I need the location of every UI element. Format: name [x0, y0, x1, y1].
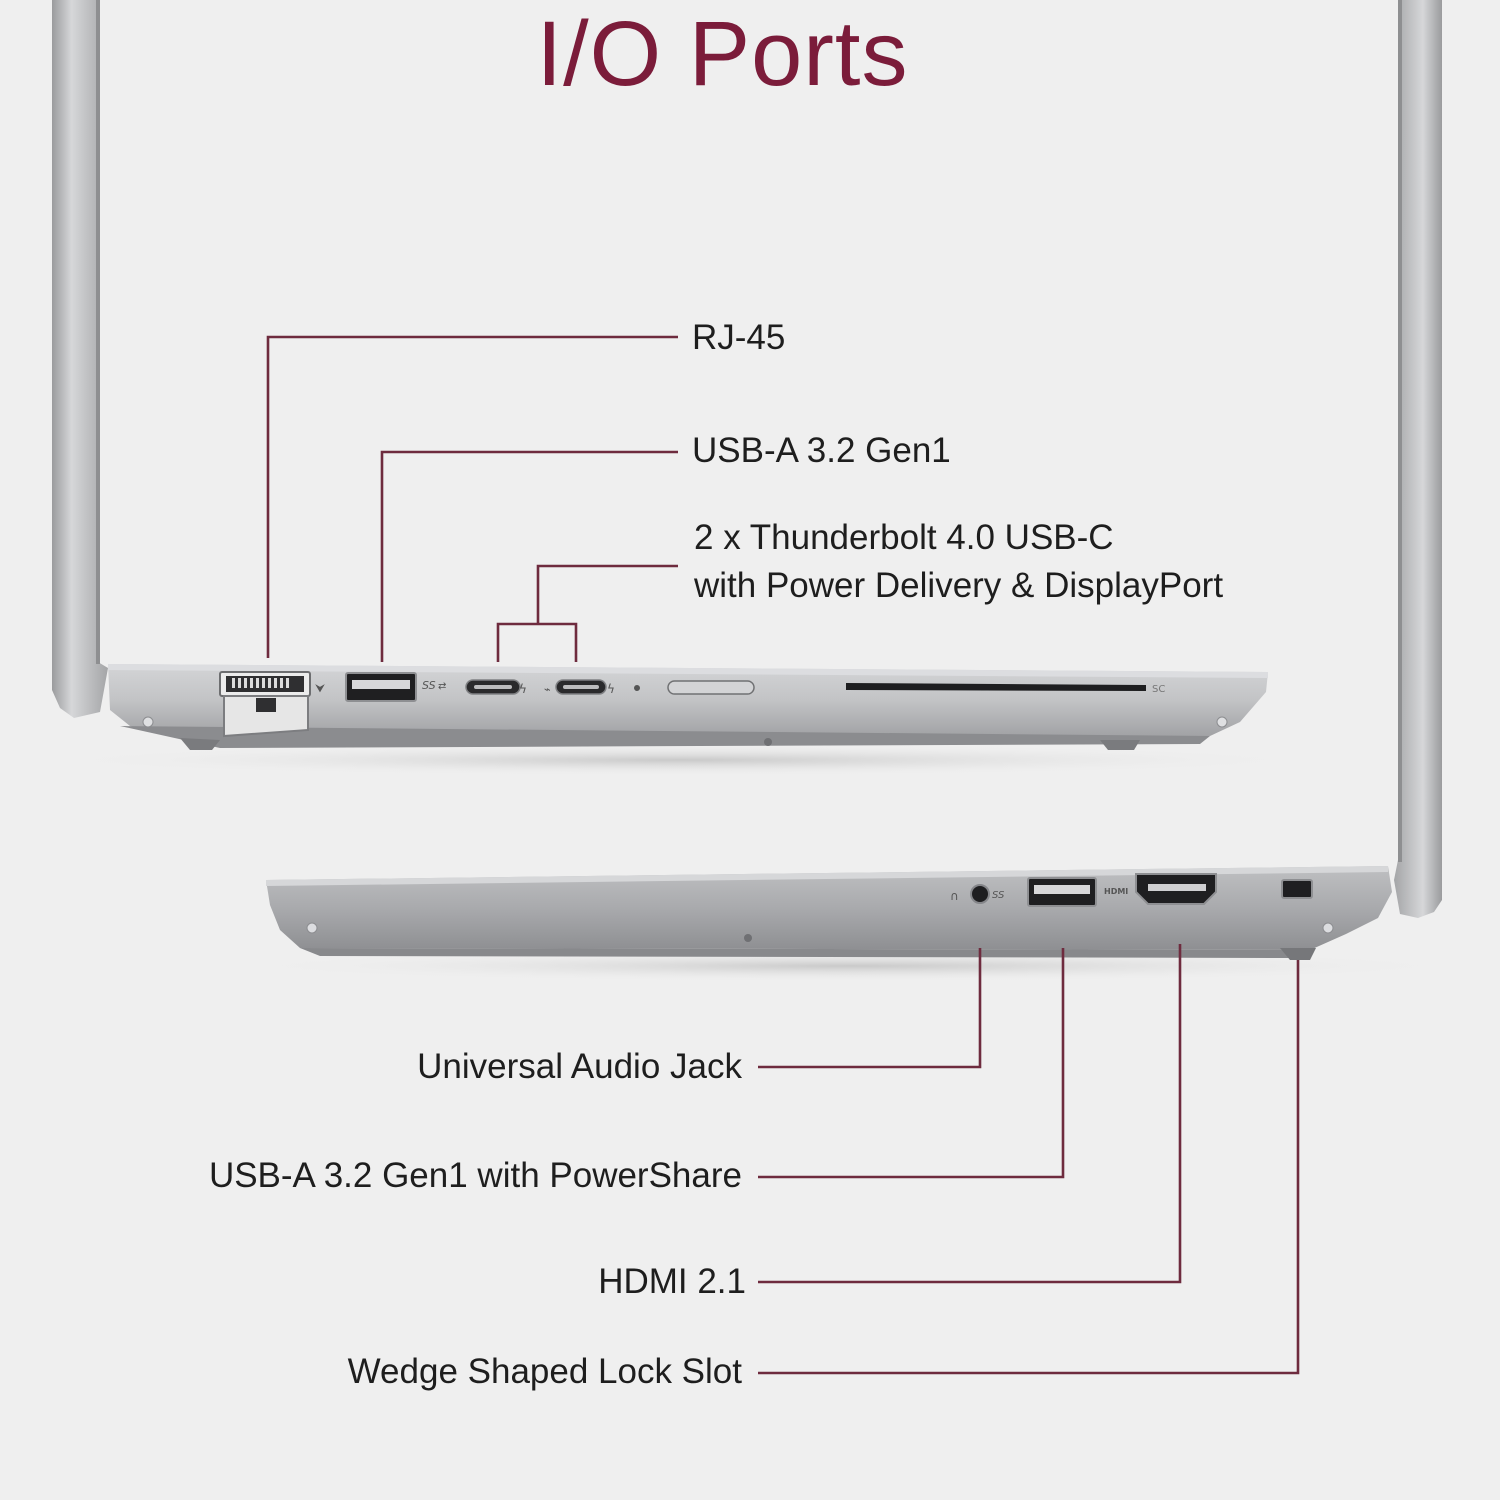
usb-c-port-icon: ϟ	[465, 679, 527, 696]
laptop-left-side: ⮟ SS ⇄ ϟ ⌁ ϟ	[108, 664, 1268, 750]
usb-a-port-icon	[1027, 877, 1097, 907]
svg-text:⮟: ⮟	[315, 681, 325, 695]
label-rj45: RJ-45	[692, 318, 786, 357]
leader-lines-left-side	[266, 335, 678, 662]
ss-usb-marking: SS	[422, 679, 436, 692]
label-audio-jack: Universal Audio Jack	[417, 1047, 742, 1086]
label-thunderbolt-line2: with Power Delivery & DisplayPort	[694, 566, 1224, 605]
audio-jack-icon	[970, 884, 990, 904]
hdmi-port-icon	[1135, 873, 1217, 905]
left-laptop-lid	[52, 0, 108, 718]
right-laptop-lid	[1394, 0, 1442, 918]
label-thunderbolt-line1: 2 x Thunderbolt 4.0 USB-C	[694, 518, 1114, 557]
label-lock-slot: Wedge Shaped Lock Slot	[347, 1352, 742, 1391]
ethernet-port-icon: ⮟	[219, 671, 325, 738]
thunderbolt-icon: ϟ	[519, 682, 527, 696]
smart-card-marking: SC	[1152, 684, 1165, 695]
leader-lines-right-side	[758, 944, 1300, 1375]
ss-usb-marking: SS	[992, 890, 1005, 901]
status-led-icon	[634, 685, 640, 691]
laptop-right-side: ∩ SS HDMI	[266, 866, 1392, 960]
power-delivery-icon: ⌁	[544, 683, 551, 696]
page-title: I/O Ports	[536, 3, 909, 105]
usb-c-port-icon: ⌁ ϟ	[544, 679, 615, 696]
label-usb-a-left: USB-A 3.2 Gen1	[692, 431, 951, 470]
label-usb-a-powershare: USB-A 3.2 Gen1 with PowerShare	[208, 1156, 742, 1195]
hdmi-marking: HDMI	[1104, 887, 1128, 896]
headset-icon: ∩	[950, 889, 959, 903]
smart-card-slot	[846, 683, 1146, 691]
thunderbolt-icon: ϟ	[607, 682, 615, 696]
label-hdmi: HDMI 2.1	[598, 1262, 746, 1301]
lock-slot-icon	[1281, 879, 1313, 899]
usb-a-port-icon: SS ⇄	[345, 672, 446, 702]
sim-tray-icon	[667, 680, 755, 695]
svg-text:⇄: ⇄	[438, 681, 446, 692]
